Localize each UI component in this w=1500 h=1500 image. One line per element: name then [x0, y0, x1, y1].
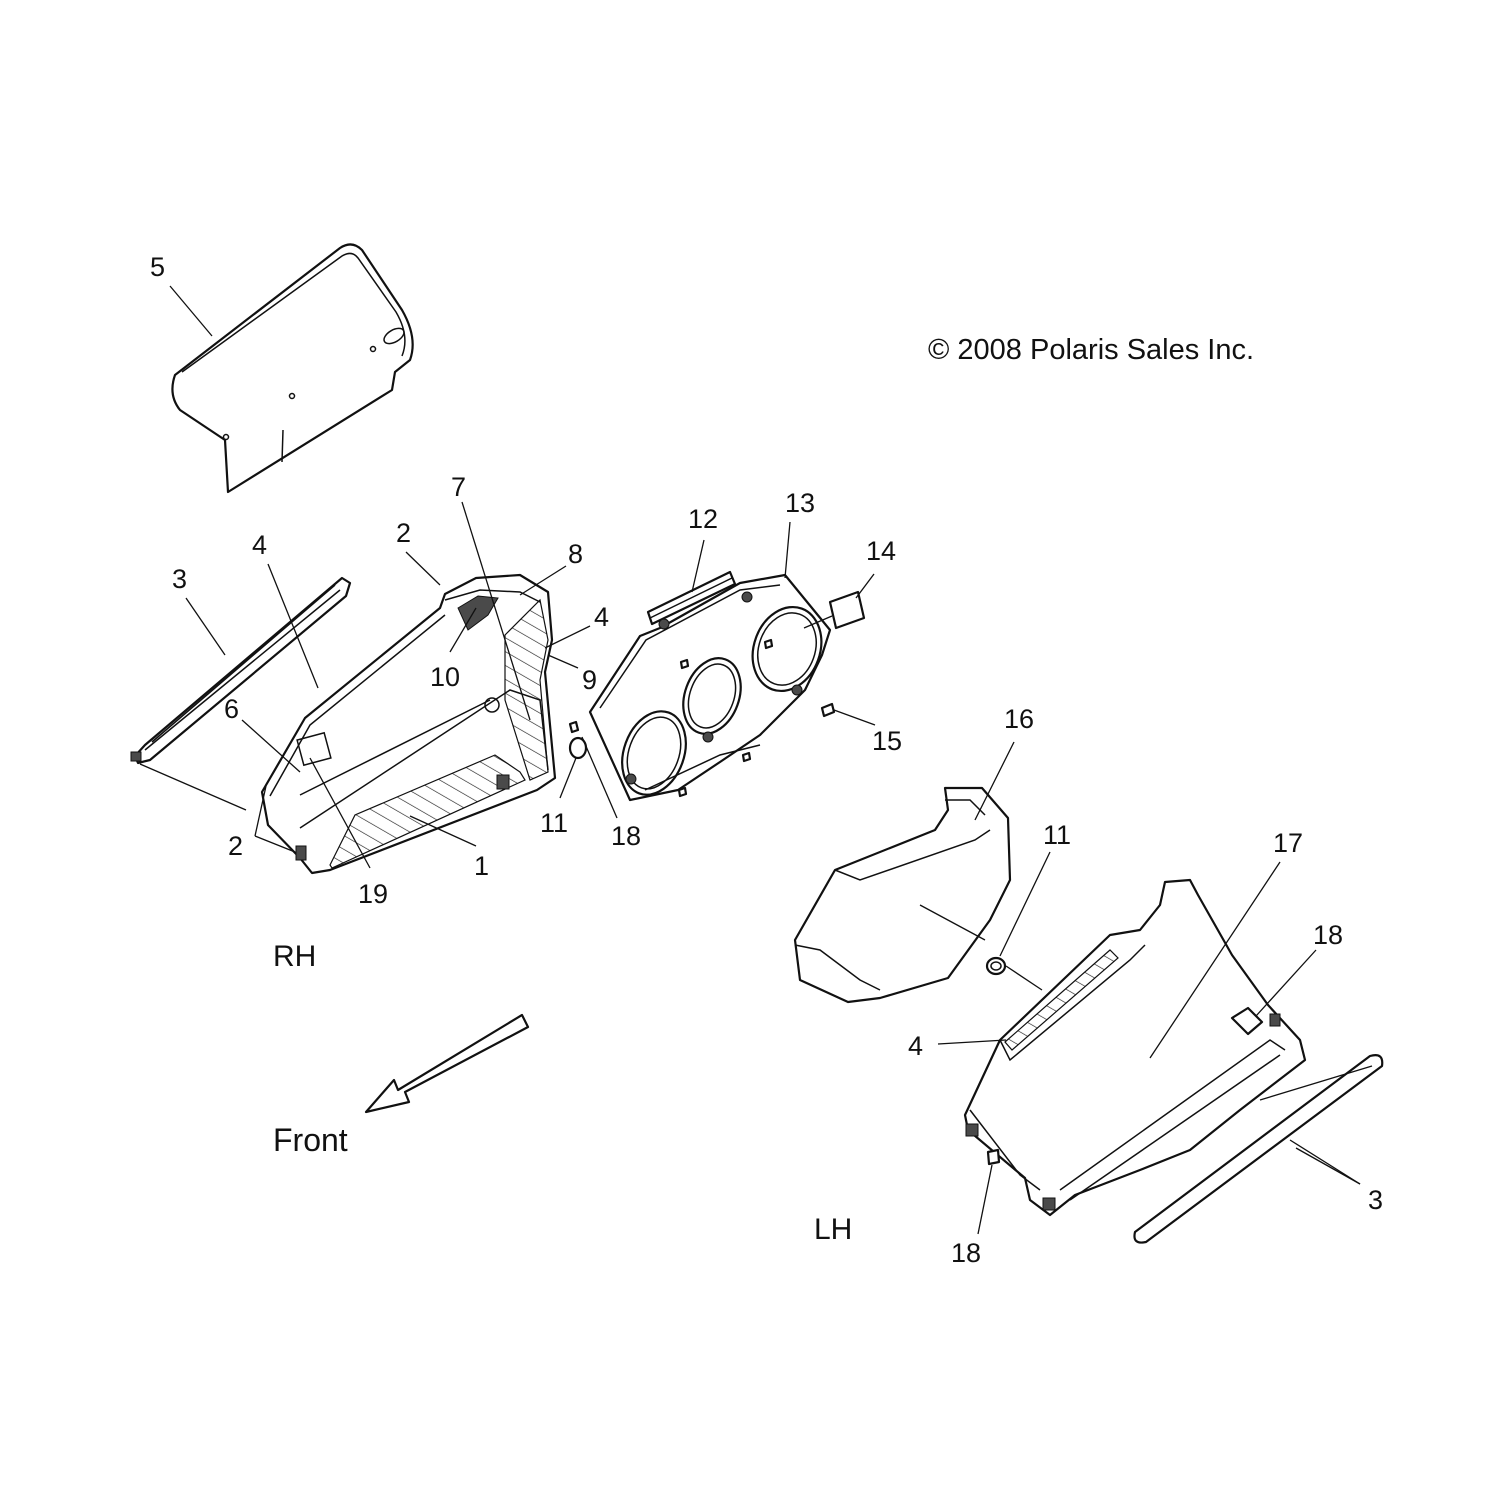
copyright-text: © 2008 Polaris Sales Inc. — [928, 334, 1254, 366]
callout-2-rh-top: 2 — [396, 518, 411, 548]
part-3-rh-trim-strip — [130, 576, 352, 765]
callout-19: 19 — [358, 879, 388, 909]
part-3-lh-trim-rod — [1133, 1054, 1384, 1244]
callout-4-lh: 4 — [908, 1031, 923, 1061]
callout-2-rh-bottom: 2 — [228, 831, 243, 861]
part-14-label — [828, 590, 866, 630]
callout-4-rh-b: 4 — [594, 602, 609, 632]
leader-lines — [139, 285, 1373, 1235]
callout-3-lh: 3 — [1368, 1185, 1383, 1215]
callout-18-lh-bottom: 18 — [951, 1238, 981, 1268]
front-arrow — [364, 1013, 530, 1114]
part-12-strip — [646, 570, 737, 626]
part-13-gauge-panel — [588, 573, 832, 802]
callout-18-rh: 18 — [611, 821, 641, 851]
callout-11-lh: 11 — [1043, 820, 1071, 850]
callout-9: 9 — [582, 665, 597, 695]
fasteners-gauge — [568, 638, 836, 798]
side-label-rh: RH — [273, 940, 316, 973]
callout-3-rh: 3 — [172, 564, 187, 594]
callout-11-rh: 11 — [540, 808, 568, 838]
callout-16: 16 — [1004, 704, 1034, 734]
side-label-lh: LH — [814, 1213, 852, 1246]
callout-10: 10 — [430, 662, 460, 692]
front-label: Front — [273, 1122, 348, 1158]
callout-13: 13 — [785, 488, 815, 518]
callout-5: 5 — [150, 252, 165, 282]
callout-1: 1 — [474, 851, 489, 881]
callout-8: 8 — [568, 539, 583, 569]
callout-6: 6 — [224, 694, 239, 724]
callout-12: 12 — [688, 504, 718, 534]
callout-17: 17 — [1273, 828, 1303, 858]
callout-14: 14 — [866, 536, 896, 566]
part-17-lh-console — [963, 878, 1307, 1217]
callout-15: 15 — [872, 726, 902, 756]
callout-7: 7 — [451, 472, 466, 502]
part-16-cover — [793, 786, 1012, 1004]
part-11-lh-grommet — [985, 956, 1007, 976]
part-18-lh-pin — [986, 1148, 1001, 1166]
callout-18-lh-right: 18 — [1313, 920, 1343, 950]
part-5-panel — [171, 243, 414, 494]
callout-4-rh-a: 4 — [252, 530, 267, 560]
